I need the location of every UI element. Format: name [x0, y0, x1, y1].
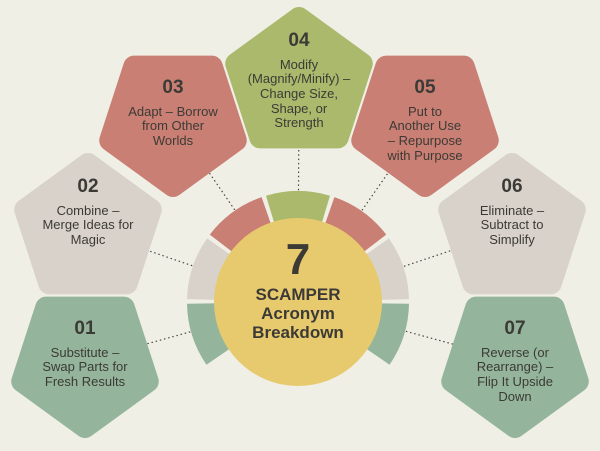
ring-segment-02: [187, 238, 233, 300]
step-number-03: 03: [162, 77, 184, 98]
step-number-05: 05: [414, 77, 436, 98]
pentagon-06: [438, 153, 586, 295]
step-description-05: Put to Another Use – Repurpose with Purp…: [387, 103, 463, 163]
ring-segment-05: [324, 197, 387, 254]
step-number-04: 04: [288, 30, 310, 51]
pentagon-label-05: 05 Put to Another Use – Repurpose with P…: [385, 77, 465, 163]
ring-segment-07: [364, 303, 409, 365]
center-circle: [214, 218, 382, 386]
pentagon-05: [351, 55, 499, 197]
connector-line-06: [297, 229, 513, 303]
step-description-01: Substitute – Swap Parts for Fresh Result…: [42, 344, 128, 389]
center-count: 7: [285, 235, 311, 284]
step-description-03: Adapt – Borrow from Other Worlds: [128, 103, 218, 148]
center-title: SCAMPER Acronym Breakdown: [252, 284, 344, 343]
pentagon-label-07: 07 Reverse (or Rearrange) – Flip It Upsi…: [470, 318, 560, 404]
connector-line-07: [297, 301, 516, 362]
ring-segment-04: [266, 191, 330, 226]
pentagon-label-04: 04 Modify (Magnify/Minify) – Change Size…: [246, 30, 352, 131]
pentagon-label-03: 03 Adapt – Borrow from Other Worlds: [125, 77, 221, 149]
pentagon-label-01: 01 Substitute – Swap Parts for Fresh Res…: [42, 318, 128, 390]
center-title-block: 7 SCAMPER Acronym Breakdown: [223, 235, 373, 343]
pentagon-label-06: 06 Eliminate – Subtract to Simplify: [472, 176, 552, 248]
ring-segment-01: [187, 303, 232, 365]
pentagon-01: [11, 296, 159, 438]
step-description-04: Modify (Magnify/Minify) – Change Size, S…: [247, 56, 351, 131]
pentagon-02: [14, 153, 162, 295]
step-description-02: Combine – Merge Ideas for Magic: [42, 202, 134, 247]
pentagon-03: [99, 55, 247, 197]
pentagon-label-02: 02 Combine – Merge Ideas for Magic: [38, 176, 138, 248]
pentagon-04: [225, 7, 373, 149]
step-number-01: 01: [74, 318, 96, 339]
step-description-06: Eliminate – Subtract to Simplify: [479, 202, 545, 247]
step-number-07: 07: [504, 318, 526, 339]
step-number-02: 02: [77, 176, 99, 197]
step-number-06: 06: [501, 176, 523, 197]
ring-segment-06: [363, 238, 409, 300]
ring-segment-03: [209, 197, 272, 254]
step-description-07: Reverse (or Rearrange) – Flip It Upside …: [476, 344, 554, 404]
pentagon-07: [441, 296, 589, 438]
